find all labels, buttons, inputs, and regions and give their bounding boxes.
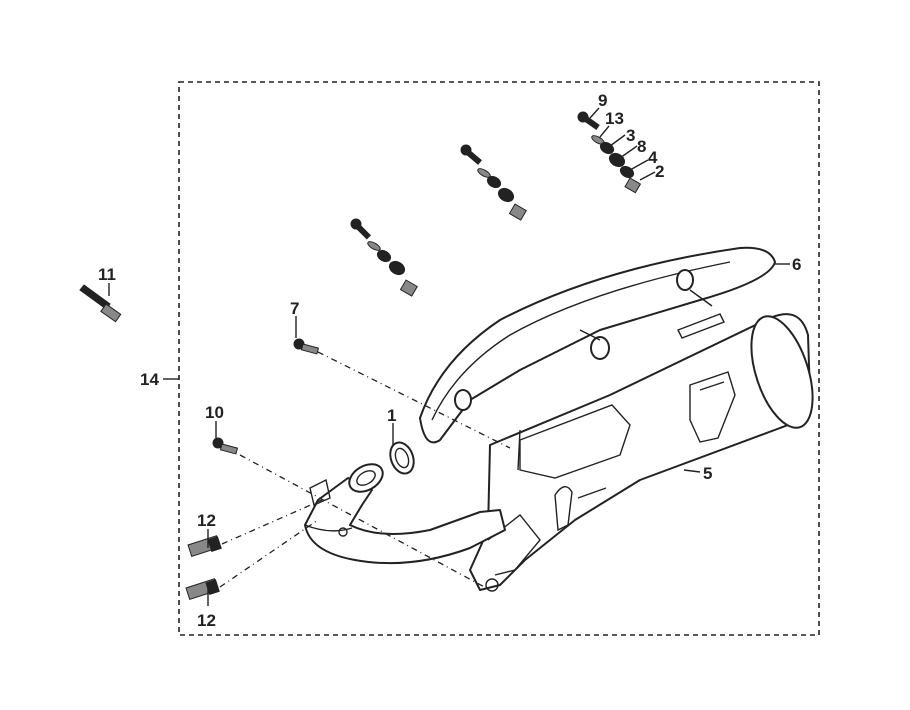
- bolt-stack-1: [577, 111, 642, 194]
- callout-8: 8: [637, 137, 646, 156]
- callout-3: 3: [626, 126, 635, 145]
- callout-2: 2: [655, 162, 664, 181]
- callout-12-upper: 12: [197, 511, 216, 530]
- callout-13: 13: [605, 109, 624, 128]
- callout-10: 10: [205, 403, 224, 422]
- exhaust-gasket: [389, 441, 415, 475]
- callout-1: 1: [387, 406, 396, 425]
- exhaust-pipe: [304, 463, 506, 565]
- callout-5: 5: [703, 464, 712, 483]
- callout-9: 9: [598, 91, 607, 110]
- stud-12-upper: [187, 535, 222, 558]
- bolt-stack-2: [460, 144, 527, 221]
- callout-12-lower: 12: [197, 611, 216, 630]
- callout-4: 4: [648, 148, 658, 167]
- bolt-stack-3: [350, 218, 418, 297]
- callout-14: 14: [140, 370, 159, 389]
- bolt-7: [293, 338, 320, 355]
- assembly-boundary: [178, 81, 820, 636]
- callout-6: 6: [792, 255, 801, 274]
- callout-11: 11: [98, 265, 116, 284]
- heat-guard: [419, 246, 776, 444]
- callout-7: 7: [290, 299, 299, 318]
- part-11-bolt: [79, 284, 122, 323]
- bolt-10: [212, 437, 239, 455]
- stud-12-lower: [185, 578, 220, 601]
- muffler-body: [469, 313, 814, 592]
